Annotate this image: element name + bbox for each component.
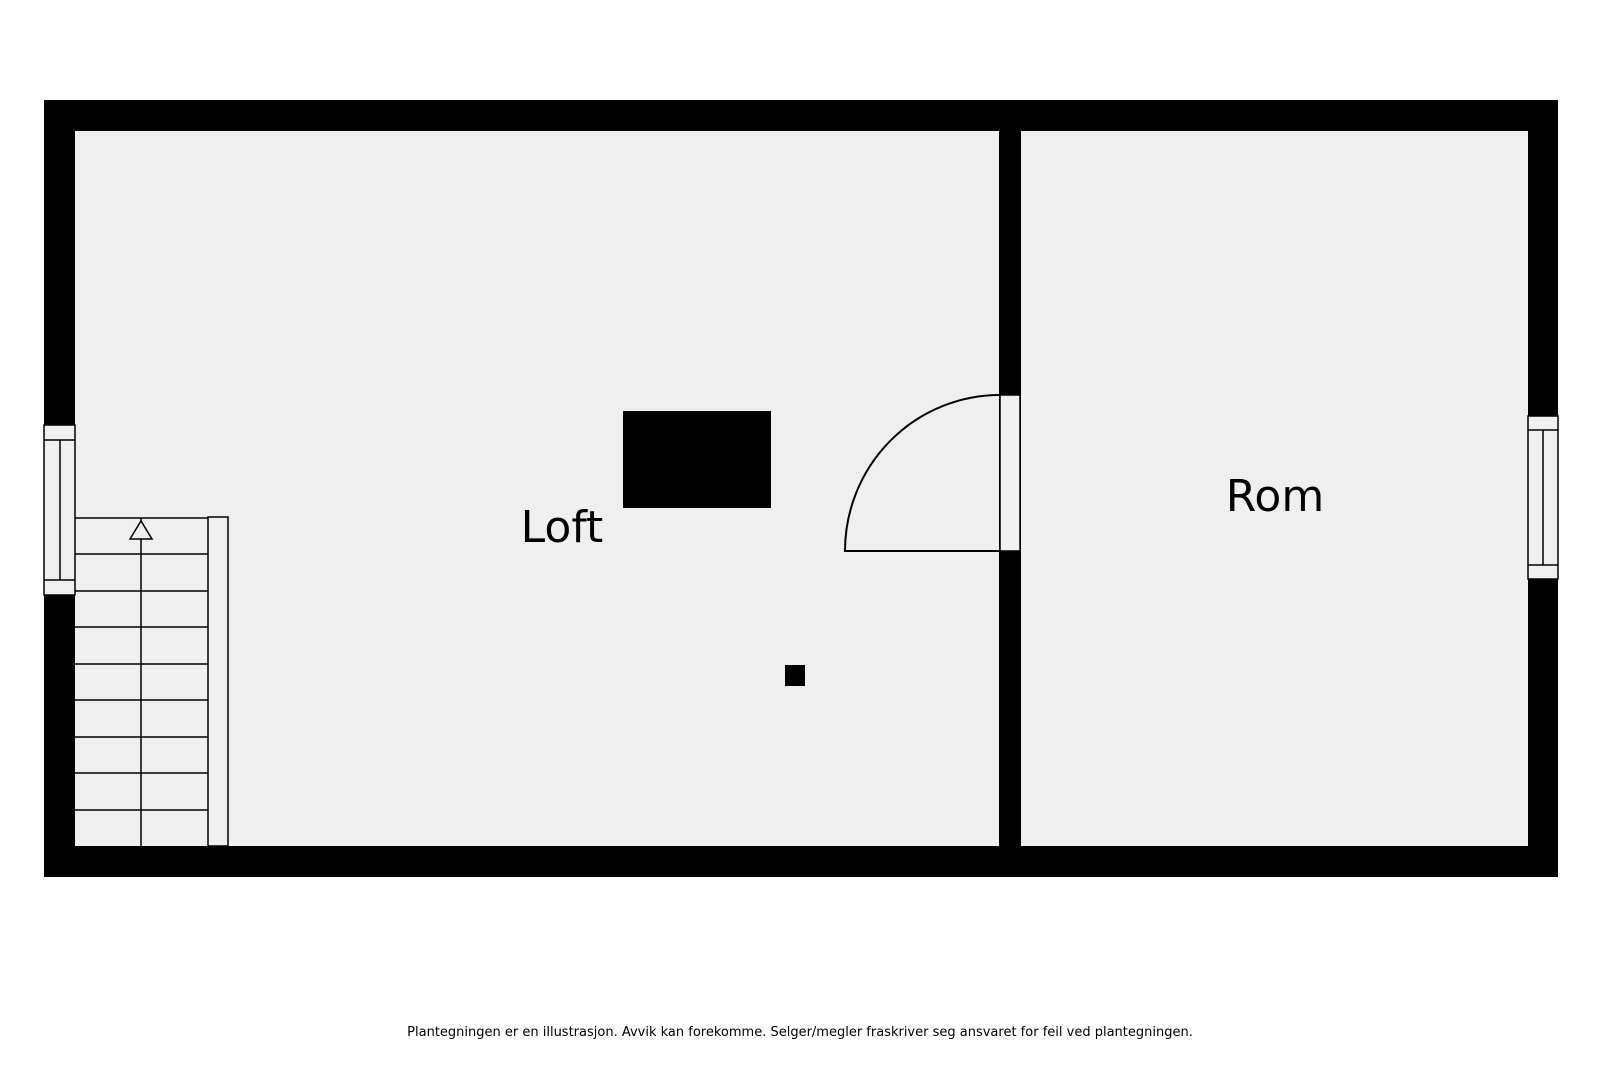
door [843,394,1021,552]
stair-direction-arrow-icon [128,519,154,540]
staircase [75,516,229,847]
window-left [43,424,76,596]
room-label-rom: Rom [1226,471,1324,522]
disclaimer-text: Plantegningen er en illustrasjon. Avvik … [407,1025,1193,1040]
chimney-block [623,411,771,508]
rom-floor [1021,131,1528,846]
window-right [1527,415,1559,580]
small-column [785,665,805,686]
room-label-loft: Loft [521,502,604,553]
loft-floor [75,131,999,846]
